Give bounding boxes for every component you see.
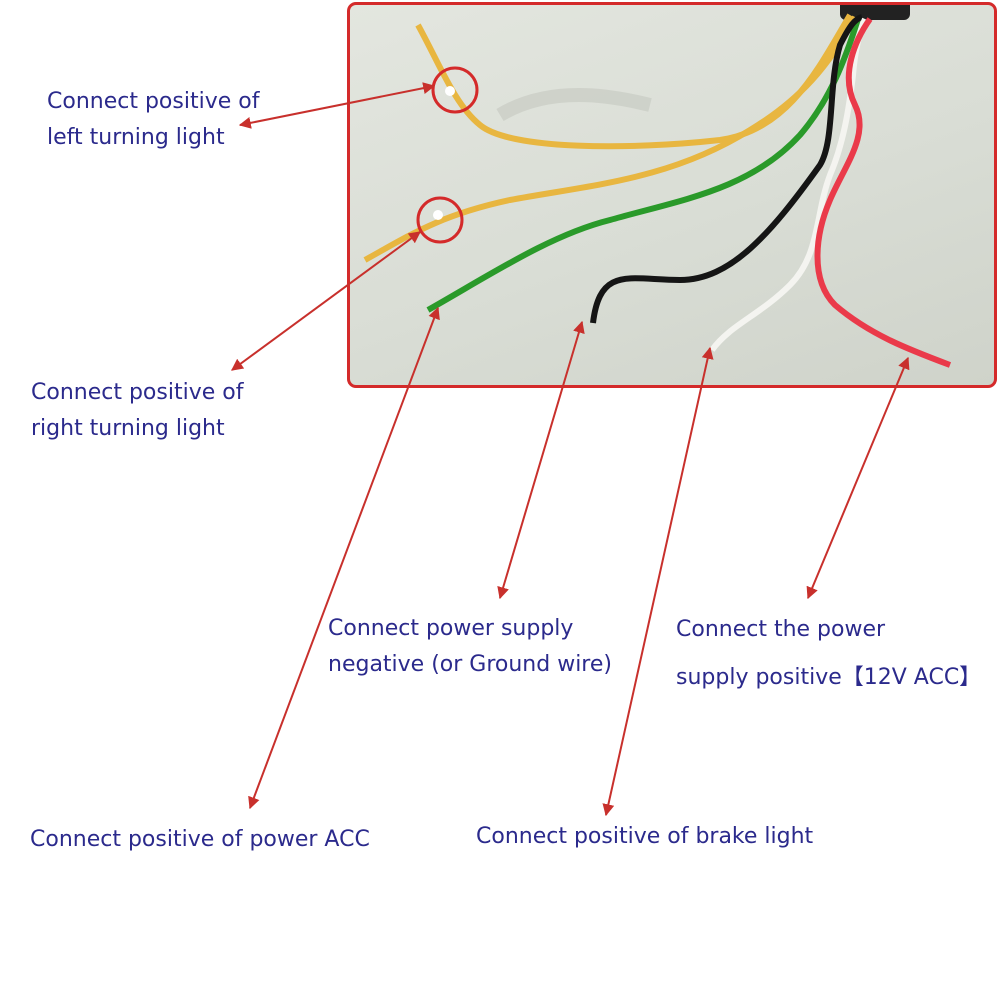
wire-photo (347, 2, 997, 388)
label-right-turn: Connect positive of right turning light (31, 375, 243, 447)
red-wire (814, 17, 952, 368)
arrow-right-turn (231, 231, 421, 371)
label-brake-line1: Connect positive of brake light (476, 824, 814, 849)
label-power-positive: Connect the power supply positive【12V AC… (676, 606, 981, 702)
arrow-ground (497, 320, 585, 600)
label-ground: Connect power supply negative (or Ground… (328, 611, 612, 683)
right-turn-marker (416, 196, 464, 244)
white-wire (709, 17, 868, 352)
label-power-positive-line1: Connect the power (676, 617, 886, 642)
label-left-turn: Connect positive of left turning light (47, 84, 259, 156)
wire-photo-illustration (363, 5, 952, 368)
arrow-left-turn (238, 82, 436, 129)
label-right-turn-line2: right turning light (31, 416, 225, 441)
label-ground-line2: negative (or Ground wire) (328, 652, 612, 677)
black-wire (590, 14, 864, 324)
label-power-acc-line1: Connect positive of power ACC (30, 827, 370, 852)
label-left-turn-line2: left turning light (47, 125, 225, 150)
label-power-acc: Connect positive of power ACC (30, 822, 370, 858)
label-right-turn-line1: Connect positive of (31, 380, 244, 405)
arrow-power-acc (248, 306, 440, 810)
label-brake: Connect positive of brake light (476, 819, 813, 855)
arrow-brake (602, 346, 714, 817)
arrow-power-positive (806, 356, 910, 600)
label-ground-line1: Connect power supply (328, 616, 574, 641)
label-power-positive-line2: supply positive【12V ACC】 (676, 665, 982, 690)
label-left-turn-line1: Connect positive of (47, 89, 260, 114)
yellow-wire-right (363, 15, 858, 263)
